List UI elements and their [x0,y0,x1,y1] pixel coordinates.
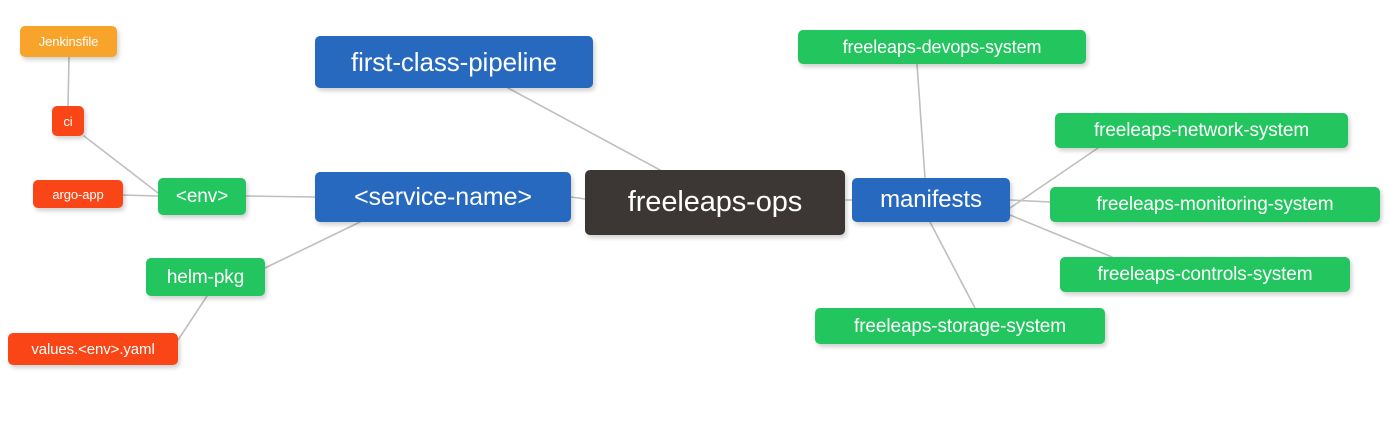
node-network-system[interactable]: freeleaps-network-system [1055,113,1348,148]
node-service-name[interactable]: <service-name> [315,172,571,222]
edge-values-yaml-to-helm-pkg [177,295,208,341]
node-first-class-pipeline[interactable]: first-class-pipeline [315,36,593,88]
edge-argo-app-to-env [122,194,159,197]
node-controls-system[interactable]: freeleaps-controls-system [1060,257,1350,292]
edge-env-to-service-name [245,195,316,198]
node-devops-system[interactable]: freeleaps-devops-system [798,30,1086,64]
node-storage-system[interactable]: freeleaps-storage-system [815,308,1105,344]
node-monitoring-system[interactable]: freeleaps-monitoring-system [1050,187,1380,222]
edge-manifests-to-devops-system [916,63,926,179]
node-helm-pkg[interactable]: helm-pkg [146,258,265,296]
edge-manifests-to-storage-system [929,221,976,309]
edge-helm-pkg-to-service-name [264,221,361,269]
node-values-yaml[interactable]: values.<env>.yaml [8,333,178,365]
edge-first-class-pipeline-to-freeleaps-ops [507,87,661,171]
edge-manifests-to-monitoring-system [1009,199,1051,203]
node-argo-app[interactable]: argo-app [33,180,123,208]
node-jenkinsfile[interactable]: Jenkinsfile [20,26,117,57]
node-freeleaps-ops[interactable]: freeleaps-ops [585,170,845,235]
edge-service-name-to-freeleaps-ops [570,196,586,200]
node-manifests[interactable]: manifests [852,178,1010,222]
node-ci[interactable]: ci [52,106,84,136]
node-env[interactable]: <env> [158,178,246,215]
edge-jenkinsfile-to-ci [67,56,70,107]
